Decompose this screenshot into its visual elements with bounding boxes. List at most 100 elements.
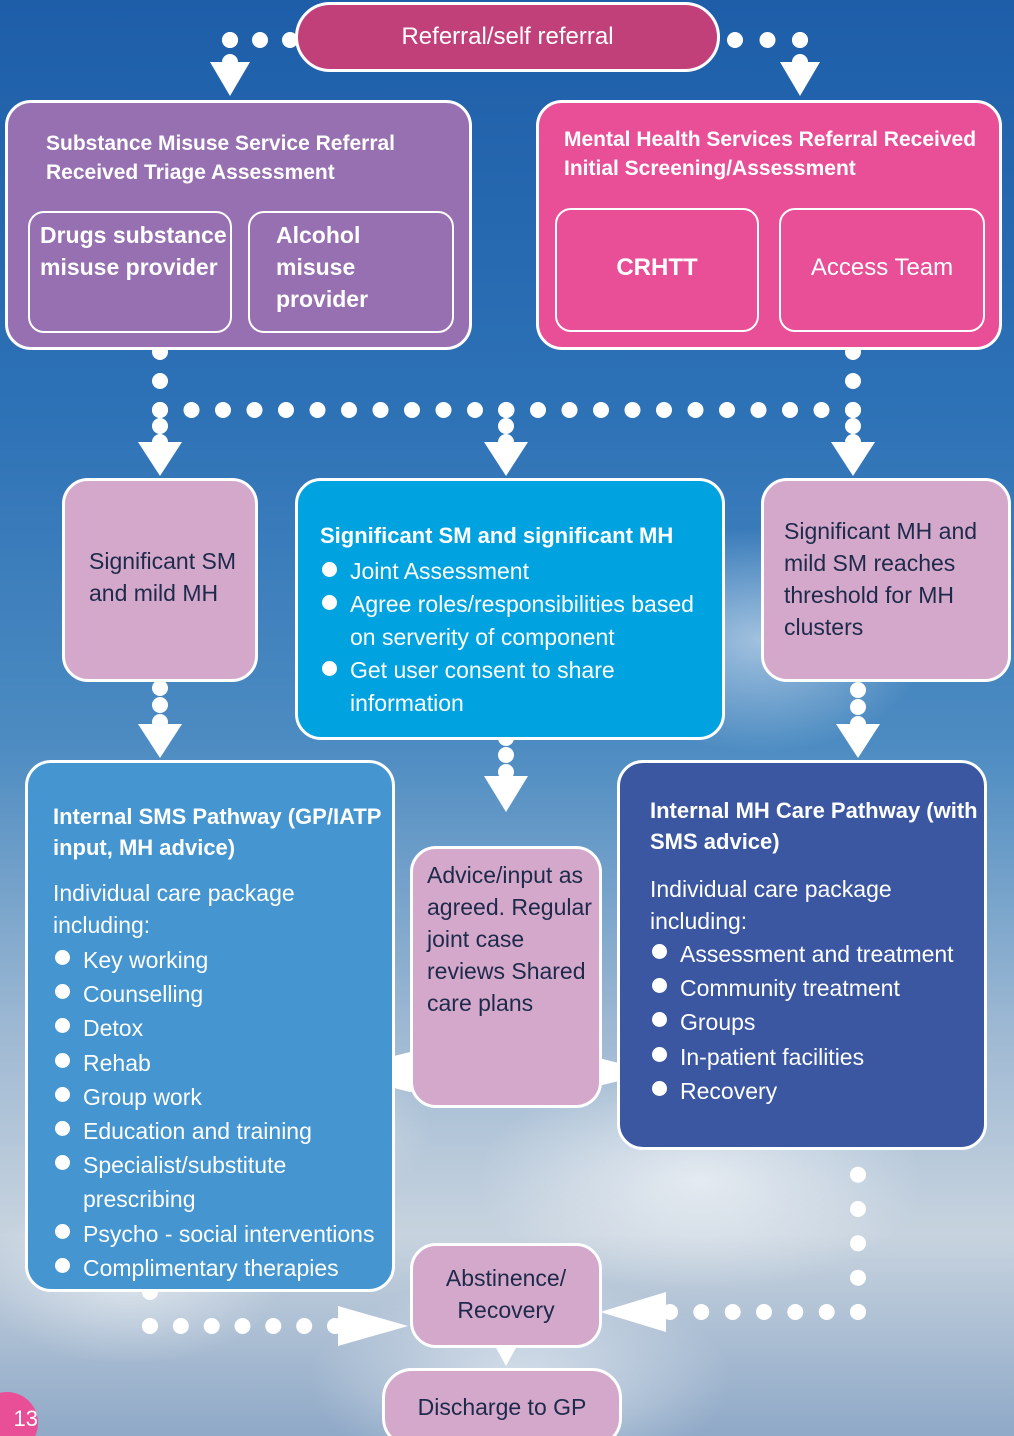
sig-sm-mild-mh-node: Significant SM and mild MH: [62, 478, 258, 682]
sms-referral-title: Substance Misuse Service Referral Receiv…: [46, 132, 396, 184]
arrowhead: [780, 62, 820, 96]
connector-dot: [372, 402, 389, 418]
list-item: Community treatment: [650, 971, 995, 1005]
sig-mh-mild-sm-label: Significant MH and mild SM reaches thres…: [784, 518, 978, 640]
connector-dot: [152, 697, 168, 713]
connector-dot: [215, 402, 231, 418]
connector-dot: [282, 32, 298, 48]
alcohol-provider-node: Alcohol misuse provider: [248, 211, 454, 333]
mh-pathway-title: Internal MH Care Pathway (with SMS advic…: [650, 798, 978, 854]
connector-dot: [850, 1304, 866, 1320]
access-team-node: Access Team: [779, 208, 985, 332]
drugs-provider-node: Drugs substance misuse provider: [28, 211, 232, 333]
connector-dot: [222, 32, 238, 48]
sms-pathway-list: Key working Counselling Detox Rehab Grou…: [53, 943, 398, 1285]
connector-dot: [435, 402, 452, 418]
connector-dot: [593, 402, 609, 418]
crhtt-label: CRHTT: [616, 254, 698, 281]
list-item: In-patient facilities: [650, 1040, 995, 1074]
connector-dot: [727, 32, 743, 48]
page-number: 13: [0, 1392, 38, 1436]
referral-label: Referral/self referral: [401, 23, 614, 50]
connector-dot: [530, 402, 546, 418]
sig-both-node: Significant SM and significant MH Joint …: [295, 478, 725, 740]
alcohol-provider-label: Alcohol misuse provider: [276, 222, 369, 312]
connector-dot: [265, 1318, 282, 1334]
connector-dot: [845, 402, 861, 418]
list-item: Specialist/substitute prescribing: [53, 1148, 398, 1216]
connector-dot: [724, 1304, 741, 1320]
connector-dot: [561, 402, 578, 418]
mh-pathway-intro: Individual care package including:: [650, 876, 892, 934]
connector-dot: [787, 1304, 804, 1320]
discharge-node: Discharge to GP: [382, 1368, 622, 1436]
connector-dot: [756, 1304, 772, 1320]
connector-dot: [203, 1318, 220, 1334]
connector-dot: [759, 32, 776, 48]
connector-dot: [845, 373, 861, 389]
connector-dot: [850, 1166, 866, 1183]
sig-sm-mild-mh-label: Significant SM and mild MH: [89, 548, 237, 606]
connector-dot: [234, 1318, 251, 1334]
list-item: Groups: [650, 1005, 995, 1039]
arrowhead: [138, 442, 182, 476]
connector-dot: [309, 402, 326, 418]
connector-dot: [498, 747, 514, 763]
connector-dot: [850, 1201, 866, 1217]
connector-dot: [850, 1269, 866, 1286]
connector-dot: [850, 682, 866, 698]
mh-pathway-node: Internal MH Care Pathway (with SMS advic…: [617, 760, 987, 1150]
list-item: Joint Assessment: [320, 555, 720, 588]
connector-dot: [693, 1304, 710, 1320]
list-item: Psycho - social interventions: [53, 1217, 398, 1251]
connector-dot: [656, 402, 672, 418]
connector-dot: [142, 1318, 158, 1334]
arrowhead: [210, 62, 250, 96]
connector-dot: [152, 418, 168, 434]
connector-dot: [183, 402, 200, 418]
connector-dot: [152, 373, 168, 389]
list-item: Counselling: [53, 977, 398, 1011]
connector-dot: [246, 402, 263, 418]
connector-dot: [782, 402, 798, 418]
connector-dot: [813, 402, 830, 418]
crhtt-node: CRHTT: [555, 208, 759, 332]
mh-referral-node: Mental Health Services Referral Received…: [536, 100, 1002, 350]
connector-dot: [850, 699, 866, 715]
connector-dot: [498, 402, 514, 418]
connector-dot: [624, 402, 641, 418]
list-item: Assessment and treatment: [650, 937, 995, 971]
connector-dot: [498, 418, 514, 434]
arrowhead: [831, 442, 875, 476]
connector-dot: [850, 1235, 866, 1252]
connector-dot: [296, 1318, 313, 1334]
list-item: Get user consent to share information: [320, 654, 720, 720]
arrowhead: [484, 776, 528, 812]
list-item: Complimentary therapies: [53, 1251, 398, 1285]
connector-dot: [845, 418, 861, 434]
access-team-label: Access Team: [810, 254, 954, 281]
arrowhead: [338, 1306, 408, 1346]
arrowhead: [836, 724, 880, 758]
list-item: Agree roles/responsibilities based on se…: [320, 588, 720, 654]
arrowhead: [600, 1292, 666, 1332]
discharge-label: Discharge to GP: [417, 1394, 587, 1420]
arrowhead: [138, 724, 182, 758]
sig-both-list: Joint Assessment Agree roles/responsibil…: [320, 555, 720, 720]
list-item: Recovery: [650, 1074, 995, 1108]
sms-referral-node: Substance Misuse Service Referral Receiv…: [5, 100, 472, 350]
arrowhead: [484, 442, 528, 476]
sms-pathway-intro: Individual care package including:: [53, 880, 295, 938]
mh-referral-title: Mental Health Services Referral Received…: [564, 128, 977, 180]
connector-dot: [341, 402, 357, 418]
sig-both-title: Significant SM and significant MH: [320, 523, 674, 548]
connector-dot: [687, 402, 704, 418]
connector-dot: [152, 402, 168, 418]
connector-dot: [404, 402, 420, 418]
connector-dot: [152, 680, 168, 696]
abstinence-label: Abstinence/ Recovery: [445, 1265, 567, 1323]
connector-dot: [792, 32, 808, 48]
connector-dot: [252, 32, 268, 48]
connector-dot: [719, 402, 735, 418]
